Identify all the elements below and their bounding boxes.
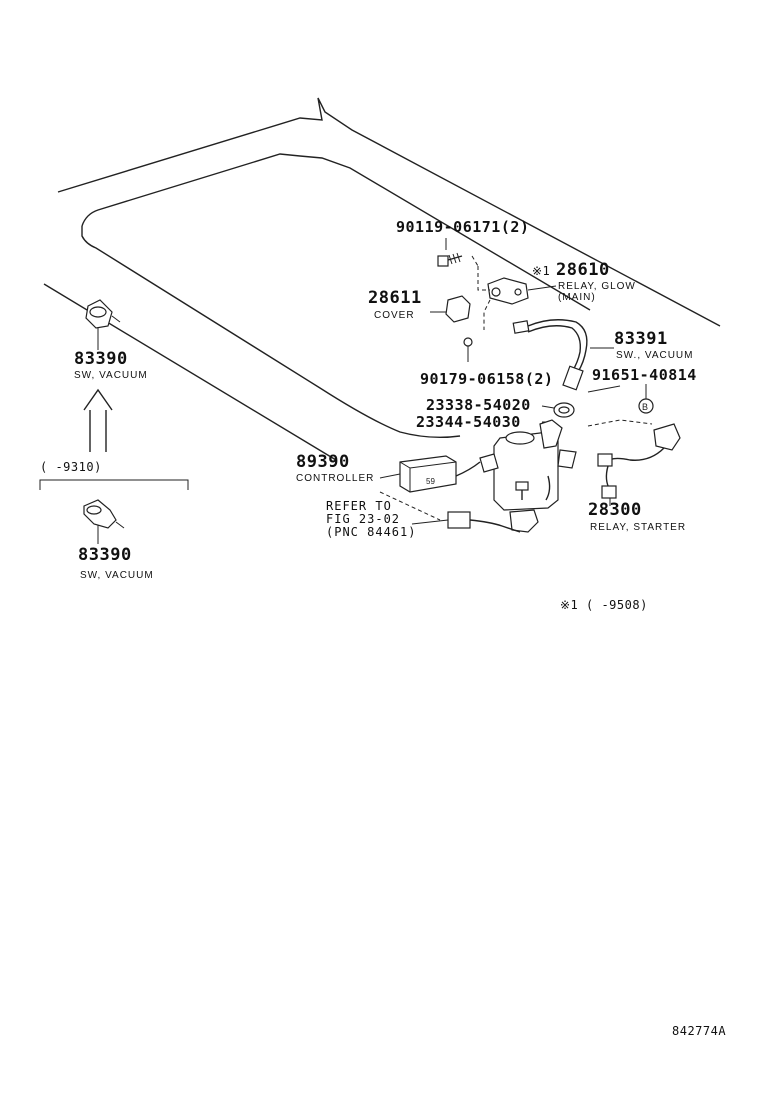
footnote: ※1 ( -9508) [560, 598, 648, 612]
o-ring-icon [541, 402, 575, 423]
bolt-part-number: 90119-06171(2) [396, 218, 530, 236]
refer-note-line2: FIG 23-02 [326, 512, 401, 526]
clip-marker-icon: B [587, 384, 654, 414]
starter-relay-icon [587, 419, 681, 506]
hood-outline [43, 97, 721, 461]
sw-vacuum-top-part-number: 83390 [74, 349, 128, 369]
cover-part-number: 28611 [368, 288, 422, 308]
sw-vacuum-83391-description: SW., VACUUM [616, 350, 694, 361]
relay-starter-description: RELAY, STARTER [590, 522, 687, 533]
vacuum-switch-top-icon [85, 299, 121, 329]
relay-glow-description: RELAY, GLOW [558, 281, 636, 292]
o-ring-23344-part-number: 23344-54030 [416, 413, 521, 431]
svg-text:59: 59 [426, 477, 435, 486]
range-bracket-icon [39, 479, 189, 490]
refer-note-line3: (PNC 84461) [326, 525, 417, 539]
vacuum-hose-icon [512, 319, 614, 391]
diagram-id: 842774A [672, 1024, 727, 1038]
relay-glow-part-number: 28610 [556, 260, 610, 280]
controller-part-number: 89390 [296, 452, 350, 472]
clip-part-number: 91651-40814 [592, 366, 697, 384]
nut-part-number: 90179-06158(2) [420, 370, 554, 388]
refer-note-line1: REFER TO [326, 499, 392, 513]
cover-description: COVER [374, 310, 415, 321]
sw-vacuum-top-description: SW, VACUUM [74, 370, 148, 381]
o-ring-23338-part-number: 23338-54020 [426, 396, 531, 414]
sw-vacuum-bottom-description: SW, VACUUM [80, 570, 154, 581]
actuator-icon [479, 419, 577, 533]
svg-text:B: B [642, 402, 648, 412]
sw-vacuum-bottom-part-number: 83390 [78, 545, 132, 565]
relay-glow-mark: ※1 [532, 264, 551, 278]
relay-glow-description-sub: (MAIN) [558, 292, 596, 303]
bolt-icon [437, 238, 463, 267]
nut-icon [463, 337, 473, 362]
controller-box-icon: 59 [379, 455, 481, 493]
cover-icon [430, 295, 471, 323]
range-bracket-label: ( -9310) [40, 460, 102, 474]
arrow-up-icon [83, 388, 113, 452]
sw-vacuum-83391-part-number: 83391 [614, 329, 668, 349]
relay-starter-part-number: 28300 [588, 500, 642, 520]
vacuum-switch-bottom-icon [83, 499, 125, 529]
controller-description: CONTROLLER [296, 473, 375, 484]
glow-relay-icon [471, 255, 557, 330]
connector-wire-icon [379, 491, 521, 533]
